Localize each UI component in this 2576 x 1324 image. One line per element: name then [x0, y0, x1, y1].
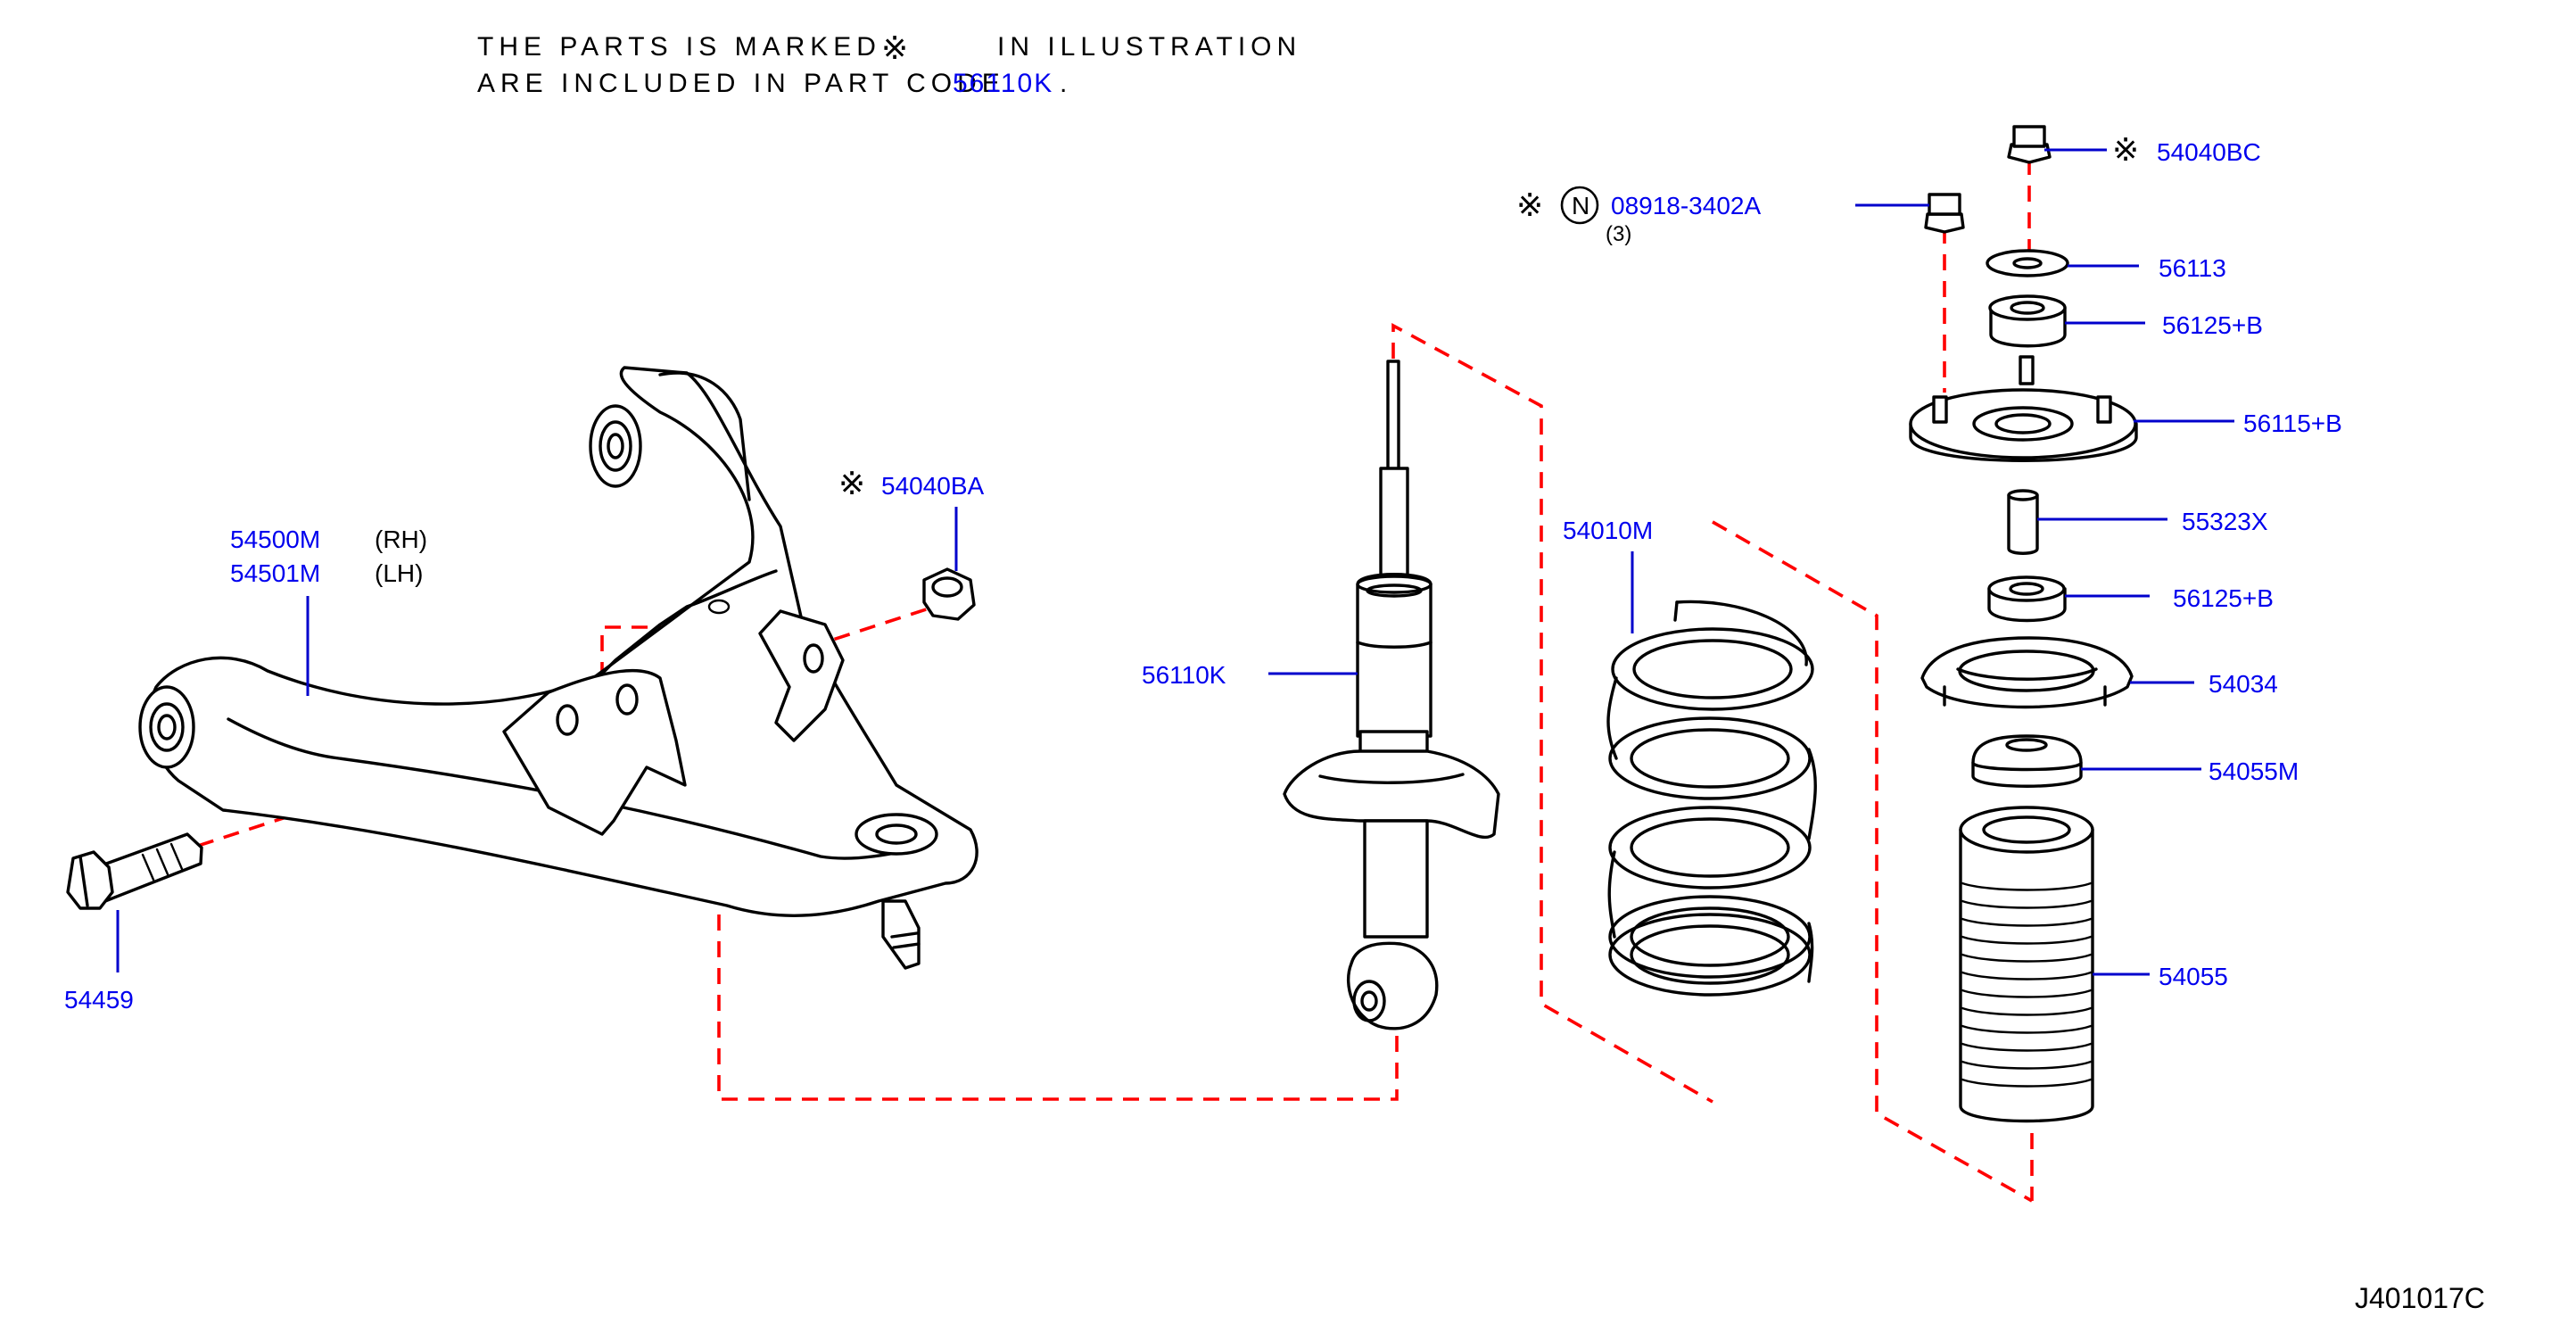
- coil-spring-54010m: [1606, 600, 1817, 997]
- callout-56125b-bottom[interactable]: 56125+B: [2173, 584, 2274, 612]
- bound-bumper-55323x: [2007, 489, 2039, 555]
- mount-insulator-56115b: [1909, 355, 2138, 462]
- header-line1-a: THE PARTS IS MARKED: [477, 32, 881, 62]
- callout-56125b-top[interactable]: 56125+B: [2162, 311, 2263, 339]
- callout-54500m[interactable]: 54500M: [230, 525, 320, 553]
- reference-mark-icon-54040ba: ※: [838, 466, 865, 502]
- spring-seat-54055m: [1971, 734, 2083, 788]
- nut-54040bc: [2007, 125, 2052, 164]
- lower-control-arm: [138, 366, 978, 970]
- callout-56115b[interactable]: 56115+B: [2243, 410, 2342, 437]
- header-line1-b: IN ILLUSTRATION: [997, 32, 1301, 62]
- side-rh-label: (RH): [375, 525, 427, 553]
- reference-mark-icon-08918: ※: [1516, 187, 1543, 224]
- washer-56113: [1986, 249, 2069, 277]
- callout-labels: 54500M (RH) 54501M (LH) 54459 ※ 54040BA …: [64, 132, 2342, 1014]
- callout-56110k[interactable]: 56110K: [1142, 661, 1226, 689]
- callout-08918-3402a[interactable]: 08918-3402A: [1611, 192, 1761, 219]
- n-symbol-letter: N: [1572, 192, 1589, 219]
- bolt-54459: [66, 832, 203, 910]
- callout-54034[interactable]: 54034: [2209, 670, 2278, 698]
- bushing-56125b-bottom: [1987, 575, 2067, 623]
- reference-mark-icon: ※: [881, 30, 908, 67]
- dust-boot-54055: [1959, 806, 2094, 1123]
- reference-mark-icon-54040bc: ※: [2112, 132, 2139, 169]
- nut-54040ba: [922, 567, 976, 621]
- callout-54055m[interactable]: 54055M: [2209, 757, 2299, 785]
- leader-lines: [116, 148, 2234, 976]
- callout-54040bc[interactable]: 54040BC: [2157, 138, 2261, 166]
- callout-54501m[interactable]: 54501M: [230, 559, 320, 587]
- header-part-code-link[interactable]: 56110K: [953, 69, 1053, 98]
- assembly-guide-lines: [95, 159, 2034, 1203]
- shock-absorber-56110k: [1283, 360, 1500, 1030]
- header-line2-a: ARE INCLUDED IN PART CODE: [477, 69, 1005, 98]
- callout-54010m[interactable]: 54010M: [1563, 517, 1653, 544]
- callout-54040ba[interactable]: 54040BA: [881, 472, 985, 500]
- callout-55323x[interactable]: 55323X: [2182, 508, 2268, 535]
- header-note: THE PARTS IS MARKED ※ IN ILLUSTRATION AR…: [477, 30, 1301, 98]
- header-line2-end: .: [1060, 69, 1072, 98]
- spring-seat-54034: [1920, 636, 2134, 709]
- bushing-56125b-top: [1988, 294, 2067, 348]
- side-lh-label: (LH): [375, 559, 423, 587]
- n-circle-icon: [1560, 186, 1599, 225]
- quantity-08918-3402a: (3): [1606, 222, 1631, 246]
- illustration-code: J401017C: [2355, 1282, 2485, 1314]
- callout-54459[interactable]: 54459: [64, 986, 134, 1014]
- callout-54055[interactable]: 54055: [2159, 963, 2228, 990]
- callout-56113[interactable]: 56113: [2159, 254, 2226, 282]
- nut-08918-3402a: [1924, 193, 1965, 234]
